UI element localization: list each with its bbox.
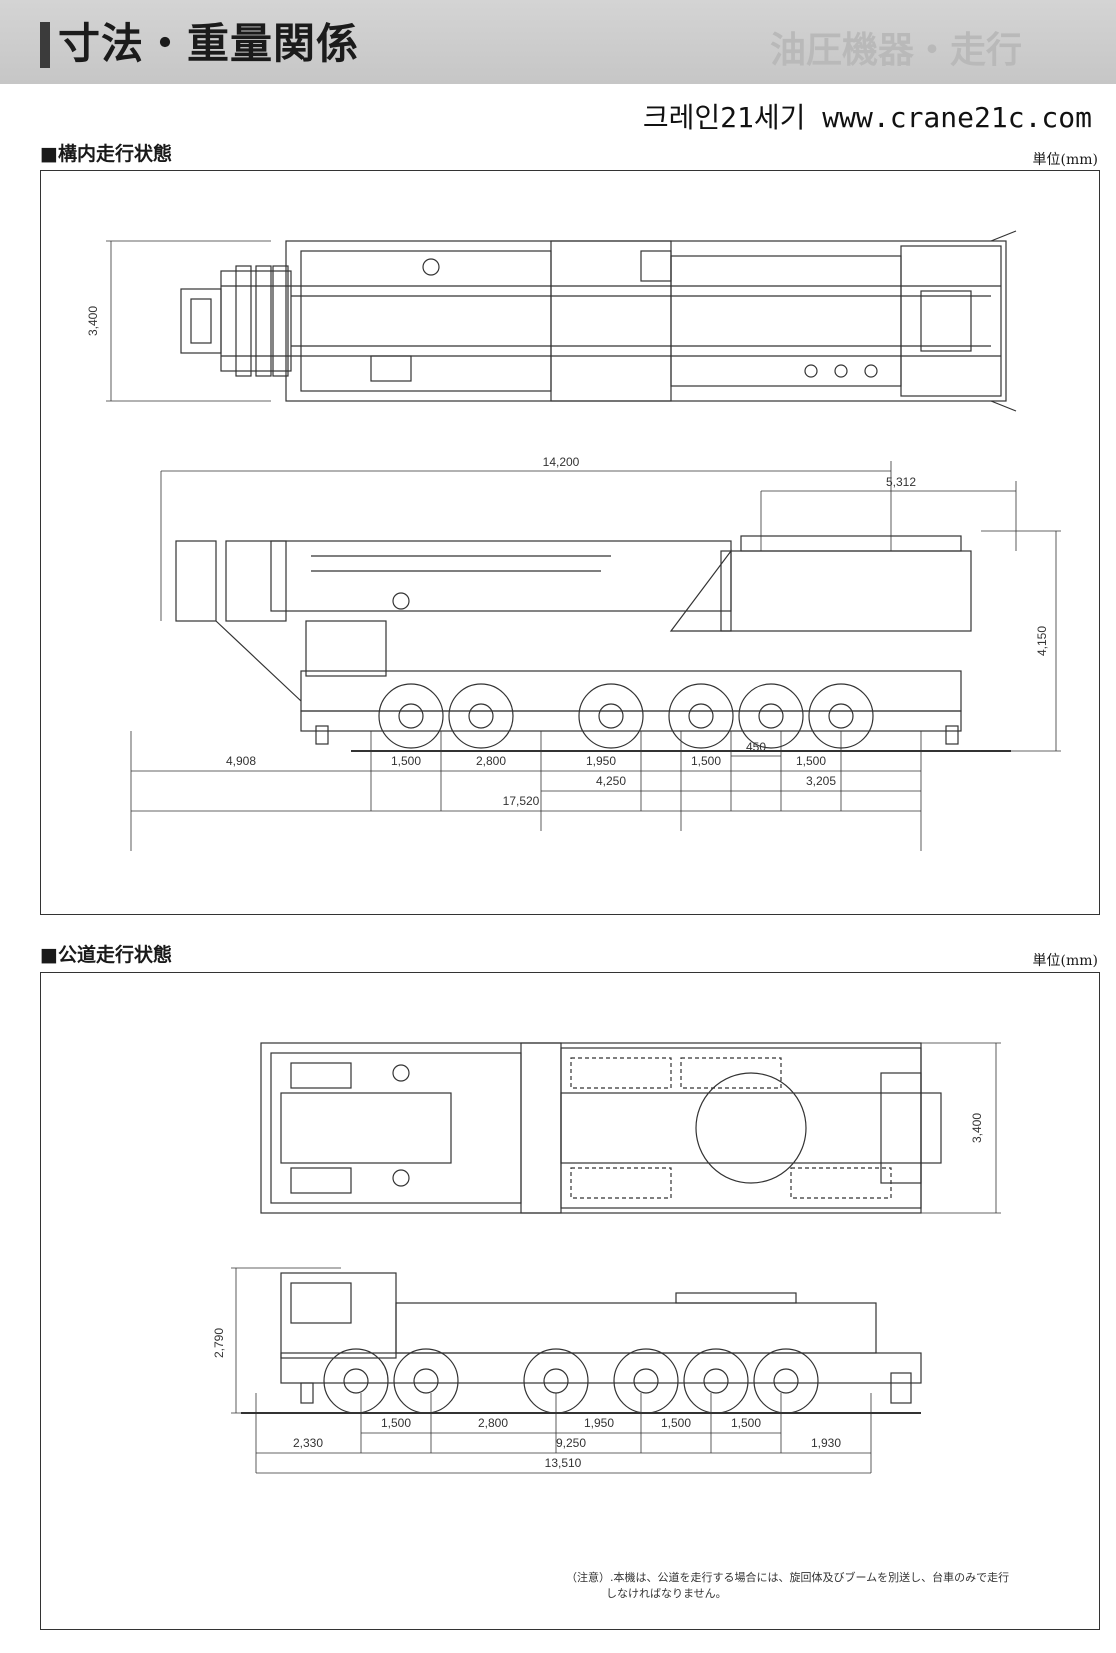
dim-label-450: 450 [746,740,766,754]
dim-label-m1: 4,250 [596,774,626,788]
dim-label-a3: 1,950 [586,754,616,768]
title-accent-bar [40,22,50,68]
note: （注意）.本機は、公道を走行する場合には、旋回体及びブームを別送し、台車のみで走… [566,1570,1046,1602]
dim-height-carrier [231,1267,341,1414]
dim-label-2a5: 1,500 [731,1416,761,1430]
dim-label-boom: 14,200 [543,455,580,469]
dim-label-height-2: 2,790 [212,1328,226,1358]
dim-label-a2: 2,800 [476,754,506,768]
dim-label-a1: 1,500 [391,754,421,768]
section2-title: ■公道走行状態 [40,944,172,966]
section2-panel: 3,400 2,790 [40,972,1100,1630]
dim-label-a4: 1,500 [691,754,721,768]
section2-drawing: 3,400 2,790 [212,1042,1001,1474]
section2-unit: 単位(mm) [1032,953,1098,969]
note-line1: （注意）.本機は、公道を走行する場合には、旋回体及びブームを別送し、台車のみで走… [566,1571,1010,1584]
dim-label-front-overhang: 4,908 [226,754,256,768]
dim-label-2rear: 1,930 [811,1436,841,1450]
dim-label-2front: 2,330 [293,1436,323,1450]
crane-top-view [180,230,1017,412]
dim-axle-chain-2 [255,1393,872,1474]
dim-axle-chain [130,731,922,851]
dim-boom-length [160,461,1061,752]
dim-label-2a1: 1,500 [381,1416,411,1430]
dim-label-width-2: 3,400 [970,1113,984,1143]
section1-drawing: 3,400 [86,230,1061,851]
section1-panel: 3,400 [40,170,1100,915]
note-line2: しなければなりません。 [606,1587,727,1600]
carrier-side-view [241,1272,922,1414]
dim-label-2wheelbase: 9,250 [556,1436,586,1450]
header-band: 寸法・重量関係 油圧機器・走行 [0,0,1116,84]
dim-label-width: 3,400 [86,306,100,336]
dim-width-carrier [921,1042,1001,1214]
dim-label-2a3: 1,950 [584,1416,614,1430]
section1-title: ■構内走行状態 [40,143,172,165]
dim-label-total: 17,520 [503,794,540,808]
dim-label-a5: 1,500 [796,754,826,768]
dim-label-2a4: 1,500 [661,1416,691,1430]
dim-label-m2: 3,205 [806,774,836,788]
watermark: 크레인21세기 www.crane21c.com [642,101,1092,134]
dim-label-2a2: 2,800 [478,1416,508,1430]
dim-label-rear: 5,312 [886,475,916,489]
section1-unit: 単位(mm) [1032,152,1098,168]
crane-side-view [175,535,1011,752]
page-title: 寸法・重量関係 [58,19,360,68]
ghost-title: 油圧機器・走行 [770,30,1023,71]
carrier-top-view [260,1042,942,1214]
dim-label-2total: 13,510 [545,1456,582,1470]
dim-width-top [106,240,271,402]
dim-label-height: 4,150 [1035,626,1049,656]
